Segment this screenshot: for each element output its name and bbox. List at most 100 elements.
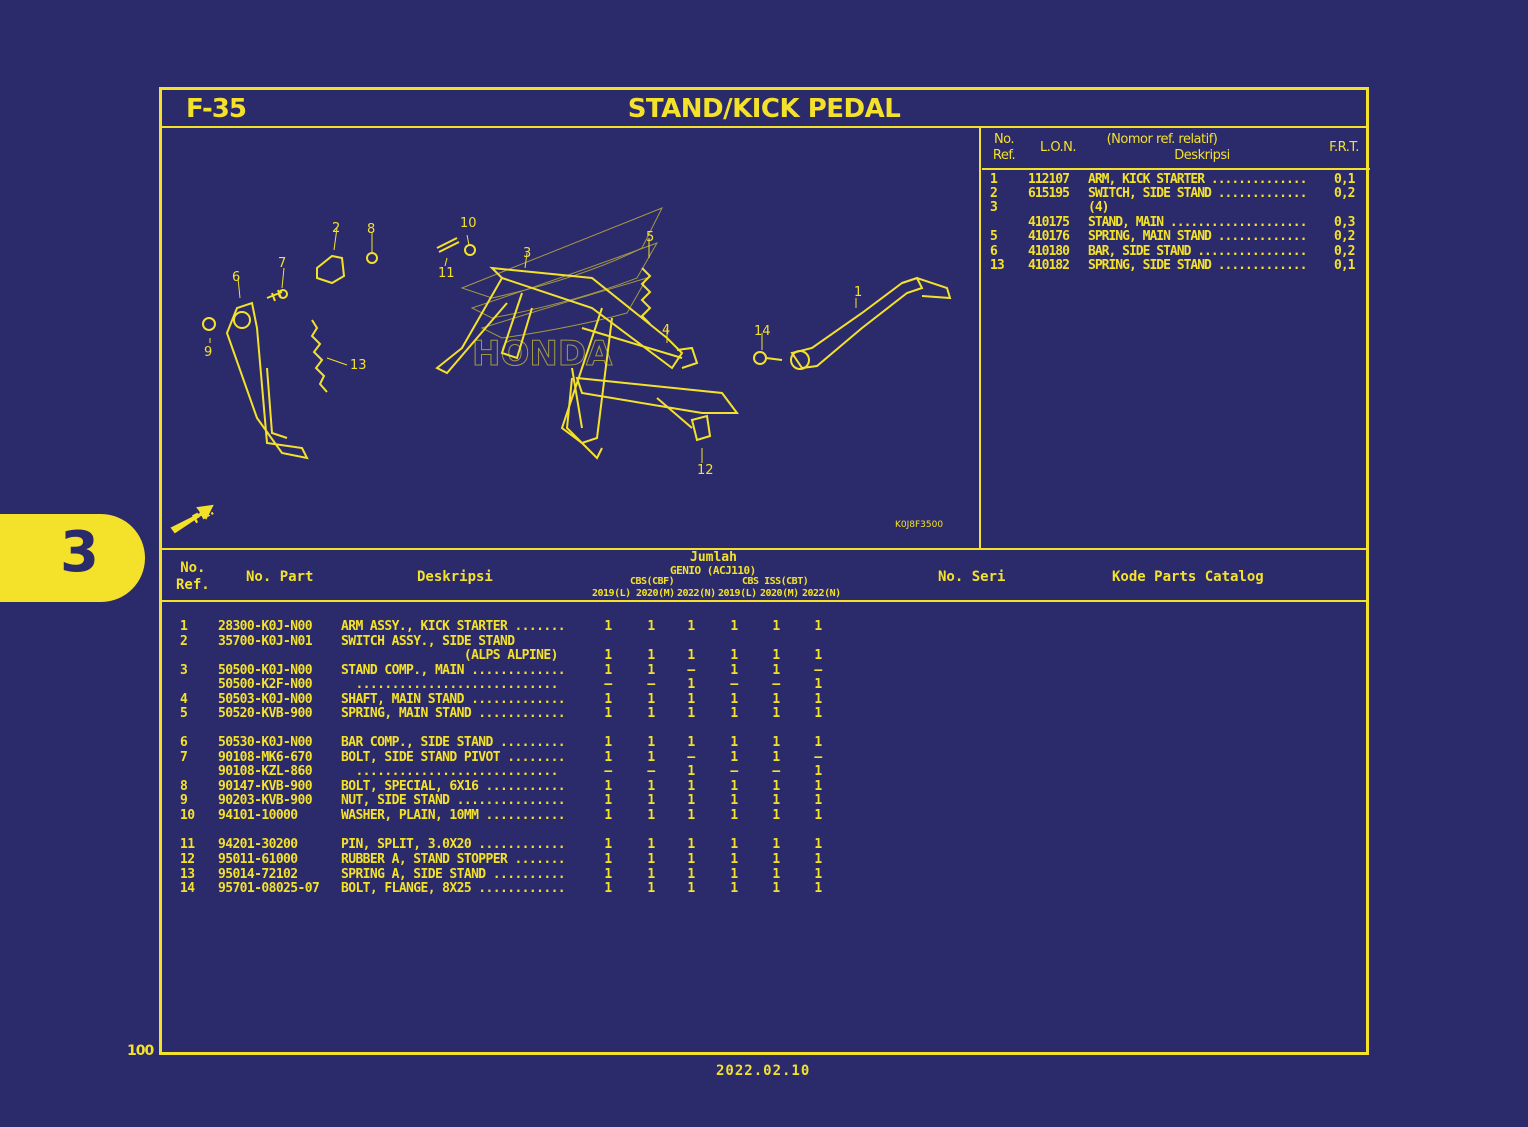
frt-desc: (4): [1088, 200, 1110, 215]
part-number: 50530-K0J-N00: [218, 735, 313, 750]
part-ref: 2: [180, 634, 188, 649]
print-date: 2022.02.10: [716, 1063, 811, 1079]
quantity-cell: 1: [647, 808, 655, 823]
quantity-cell: 1: [814, 867, 822, 882]
callout-3: 3: [523, 246, 532, 261]
callout-2: 2: [332, 221, 341, 236]
quantity-cell: –: [687, 663, 695, 678]
washer-10: [464, 244, 476, 256]
quantity-cell: 1: [604, 867, 612, 882]
frt-desc: BAR, SIDE STAND ................: [1088, 244, 1307, 259]
kick-starter-arm: [790, 276, 952, 370]
part-description: SHAFT, MAIN STAND .............: [341, 692, 566, 707]
part-number: 50500-K2F-N00: [218, 677, 313, 692]
frt-header-frt: F.R.T.: [1329, 140, 1359, 155]
quantity-cell: 1: [730, 808, 738, 823]
main-stand: [435, 266, 739, 460]
callout-10: 10: [460, 216, 477, 231]
quantity-cell: 1: [647, 793, 655, 808]
frt-ref: 1: [990, 172, 998, 187]
callout-14: 14: [754, 324, 771, 339]
quantity-cell: 1: [687, 881, 695, 896]
part-ref: 9: [180, 793, 188, 808]
quantity-cell: 1: [687, 764, 695, 779]
frt-lon: 410180: [1028, 244, 1070, 259]
callout-7: 7: [278, 256, 287, 271]
header-divider: [162, 126, 1366, 128]
quantity-cell: 1: [772, 881, 780, 896]
quantity-cell: 1: [647, 837, 655, 852]
frt-desc: ARM, KICK STARTER ..............: [1088, 172, 1307, 187]
quantity-cell: 1: [604, 735, 612, 750]
part-number: 35700-K0J-N01: [218, 634, 313, 649]
quantity-cell: 1: [604, 881, 612, 896]
frt-value: 0,3: [1334, 215, 1356, 230]
callout-13: 13: [350, 358, 367, 373]
part-number: 95701-08025-07: [218, 881, 320, 896]
quantity-cell: 1: [772, 793, 780, 808]
frt-desc: SWITCH, SIDE STAND .............: [1088, 186, 1307, 201]
frt-row: 3(4): [982, 200, 1370, 215]
quantity-cell: 1: [772, 692, 780, 707]
callout-1: 1: [854, 285, 863, 300]
quantity-cell: 1: [730, 735, 738, 750]
quantity-cell: 1: [730, 881, 738, 896]
callout-8: 8: [367, 222, 376, 237]
callout-11: 11: [438, 266, 455, 281]
part-description: WASHER, PLAIN, 10MM ...........: [341, 808, 566, 823]
quantity-cell: 1: [730, 867, 738, 882]
quantity-cell: 1: [647, 735, 655, 750]
quantity-cell: 1: [814, 619, 822, 634]
quantity-cell: 1: [604, 706, 612, 721]
quantity-cell: 1: [814, 735, 822, 750]
quantity-cell: –: [687, 750, 695, 765]
bolt-8: [366, 252, 378, 264]
frt-lon: 112107: [1028, 172, 1070, 187]
quantity-cell: 1: [604, 808, 612, 823]
parts-header-catalog: Kode Parts Catalog: [1112, 569, 1264, 585]
quantity-cell: 1: [730, 663, 738, 678]
quantity-cell: –: [814, 750, 822, 765]
parts-header-serial: No. Seri: [938, 569, 1006, 585]
quantity-cell: 1: [814, 881, 822, 896]
frt-header-divider: [982, 168, 1370, 170]
quantity-cell: 1: [687, 779, 695, 794]
frt-header-ref: No. Ref.: [992, 132, 1016, 163]
figure-code: F-35: [186, 94, 247, 124]
part-ref: 13: [180, 867, 195, 882]
part-number: 50503-K0J-N00: [218, 692, 313, 707]
part-ref: 14: [180, 881, 195, 896]
quantity-cell: 1: [647, 692, 655, 707]
quantity-cell: –: [647, 677, 655, 692]
part-description: STAND COMP., MAIN .............: [341, 663, 566, 678]
callout-5: 5: [646, 230, 655, 245]
quantity-cell: –: [730, 764, 738, 779]
quantity-cell: 1: [730, 648, 738, 663]
callout-4: 4: [662, 323, 671, 338]
quantity-cell: 1: [647, 867, 655, 882]
part-description: BOLT, SPECIAL, 6X16 ...........: [341, 779, 566, 794]
spring-13: [310, 319, 328, 393]
switch-2: [316, 254, 346, 285]
quantity-cell: 1: [730, 692, 738, 707]
quantity-cell: 1: [772, 837, 780, 852]
frt-ref: 13: [990, 258, 1005, 273]
frt-header-lon: L.O.N.: [1039, 140, 1077, 155]
parts-header-year-5: 2020(M): [760, 588, 799, 599]
frt-header-nomor: (Nomor ref. relatif): [1106, 132, 1218, 147]
part-ref: 6: [180, 735, 188, 750]
page-number: 100: [127, 1043, 154, 1059]
parts-header-year-2: 2020(M): [636, 588, 675, 599]
part-number: 90108-KZL-860: [218, 764, 313, 779]
quantity-cell: 1: [814, 764, 822, 779]
parts-header-ref: No. Ref.: [176, 560, 210, 593]
quantity-cell: 1: [730, 837, 738, 852]
parts-header-jumlah: Jumlah: [690, 550, 737, 565]
